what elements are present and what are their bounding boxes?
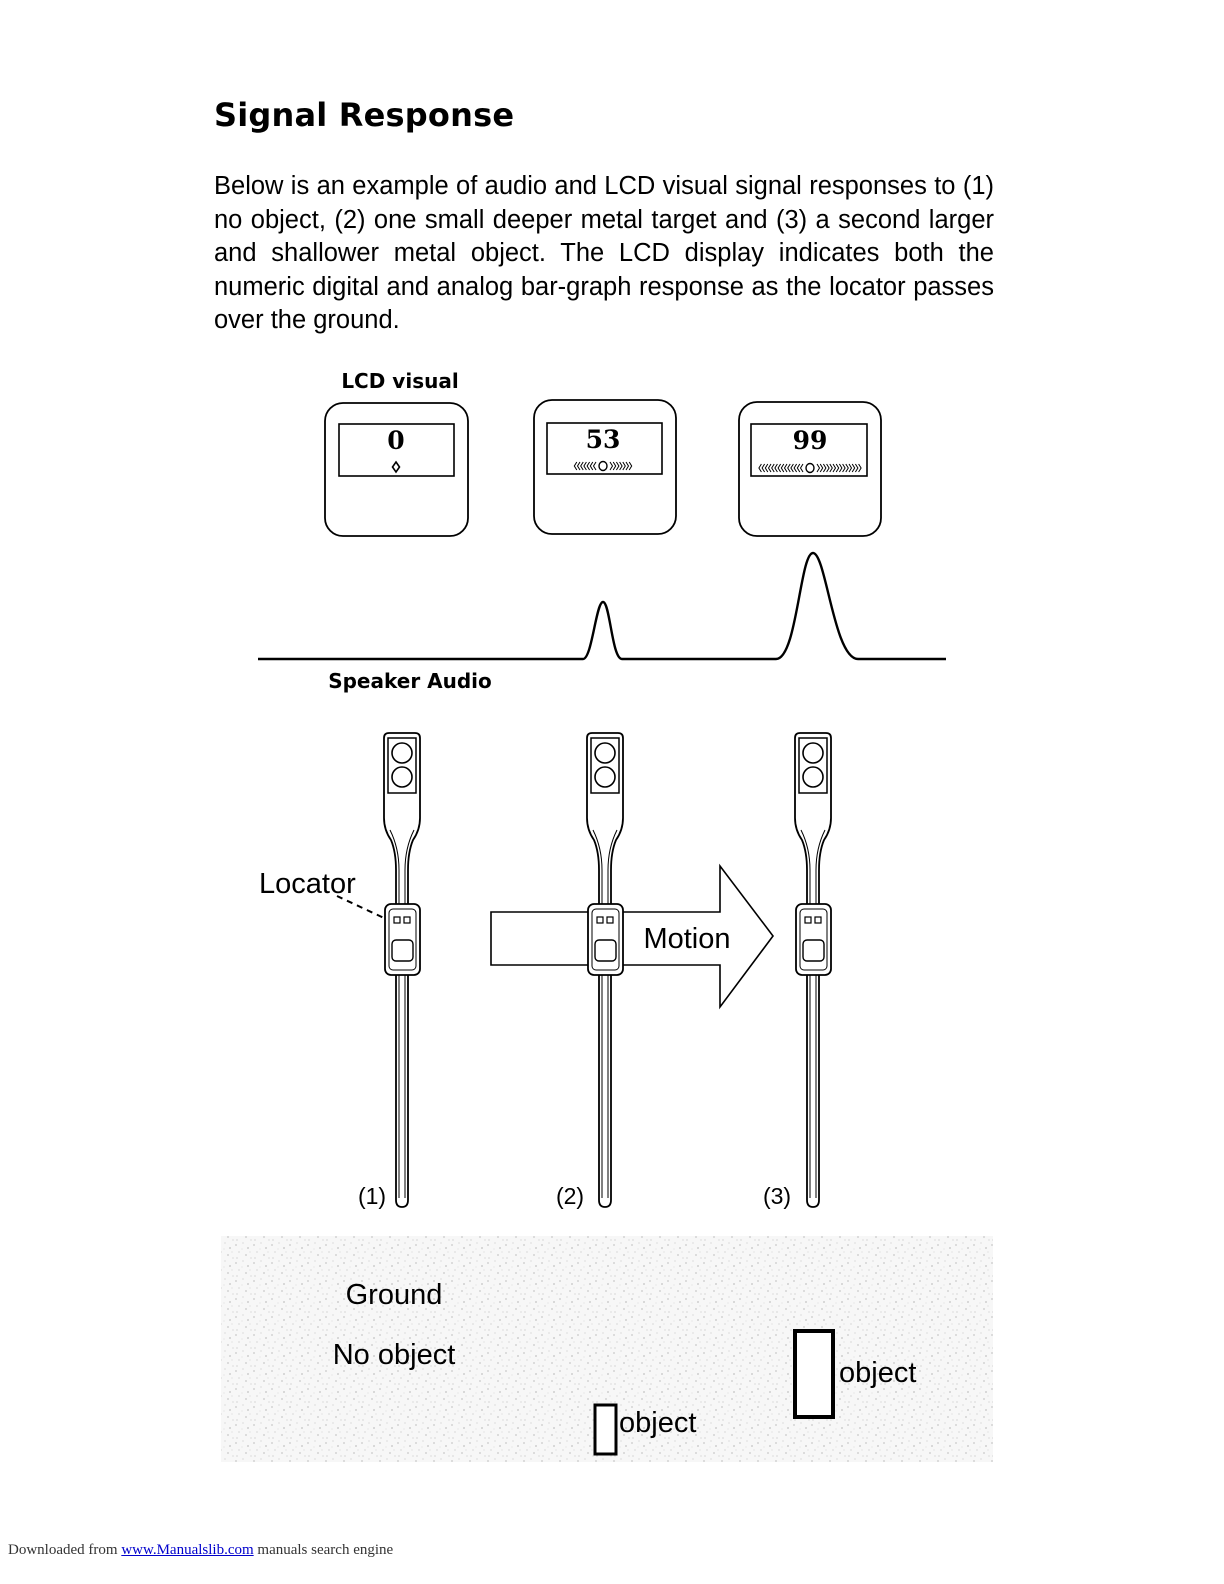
large-object-label: object [839, 1357, 916, 1389]
speaker-audio-waveform [258, 551, 946, 661]
lcd-value-1: 0 [387, 426, 404, 455]
lcd-value-2: 53 [586, 425, 621, 454]
page-title: Signal Response [214, 96, 515, 134]
sensor-coil-upper [802, 742, 824, 764]
lcd-display-2: 53 [533, 399, 677, 535]
position-label-3: (3) [763, 1183, 791, 1209]
control-button [391, 939, 414, 962]
detector-3 [794, 732, 832, 1208]
no-object-label: No object [333, 1339, 456, 1371]
ground-label: Ground [346, 1279, 443, 1311]
lcd-value-3: 99 [793, 426, 828, 455]
motion-label: Motion [643, 923, 730, 955]
sensor-coil-lower [802, 766, 824, 788]
lcd-bar-graph-2 [573, 460, 633, 472]
lcd-bar-graph-3 [758, 462, 862, 474]
detector-1 [383, 732, 421, 1208]
small-object-label: object [619, 1407, 696, 1439]
large-object [793, 1329, 835, 1419]
control-button [802, 939, 825, 962]
lcd-display-1: 0 [324, 402, 469, 537]
lcd-visual-label: LCD visual [341, 369, 458, 393]
position-label-2: (2) [556, 1183, 584, 1209]
footer-suffix: manuals search engine [257, 1542, 394, 1558]
detector-2 [586, 732, 624, 1208]
footer: Downloaded from www.Manualslib.com manua… [8, 1542, 393, 1559]
sensor-coil-upper [391, 742, 413, 764]
sensor-coil-lower [594, 766, 616, 788]
small-object [593, 1403, 618, 1456]
locator-label: Locator [259, 868, 356, 900]
sensor-coil-lower [391, 766, 413, 788]
sensor-coil-upper [594, 742, 616, 764]
speaker-audio-label: Speaker Audio [328, 669, 492, 693]
lcd-display-3: 99 [738, 401, 882, 537]
footer-prefix: Downloaded from [8, 1542, 118, 1558]
intro-paragraph: Below is an example of audio and LCD vis… [214, 172, 994, 335]
locator-leader-line [336, 895, 385, 919]
motion-arrow [490, 863, 775, 1010]
lcd-diamond-1 [391, 460, 401, 474]
manualslib-link[interactable]: www.Manualslib.com [121, 1542, 254, 1558]
control-button [594, 939, 617, 962]
position-label-1: (1) [358, 1183, 386, 1209]
